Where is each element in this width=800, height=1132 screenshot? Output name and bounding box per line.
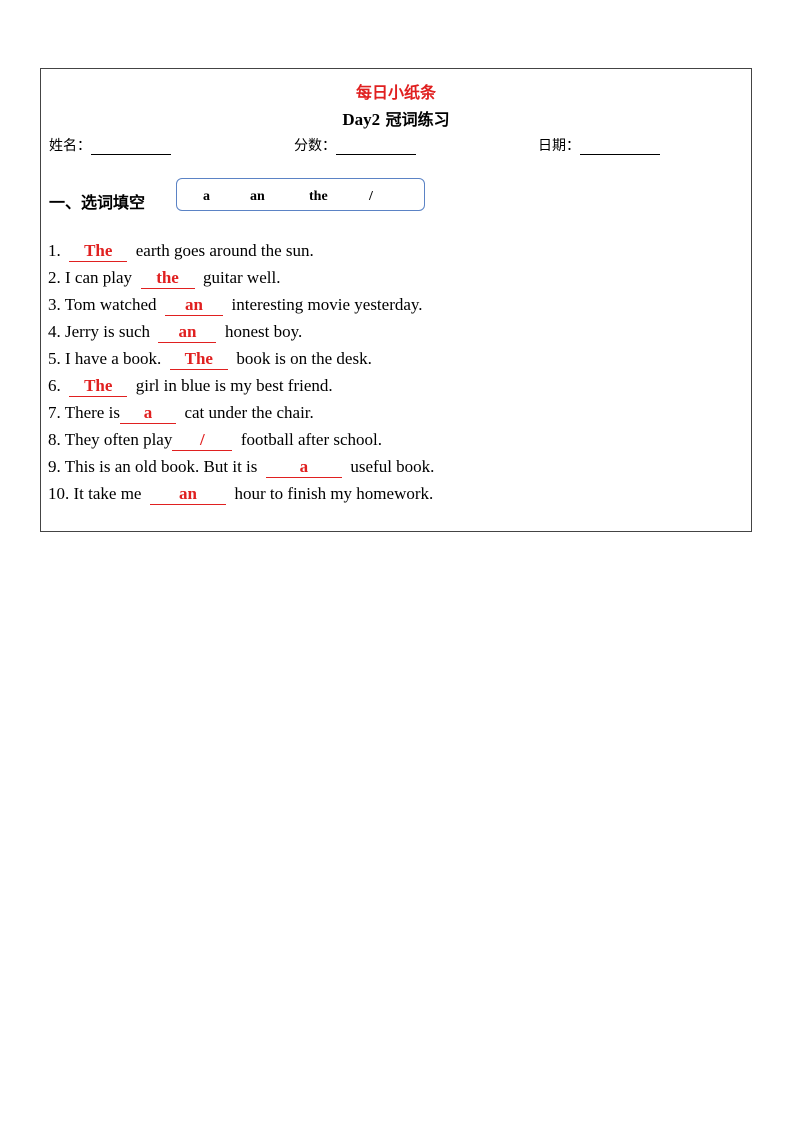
answer-blank[interactable]: The [169,350,228,370]
word-bank-option: / [369,189,373,204]
worksheet-subtitle: Day2 冠词练习 [41,106,751,130]
item-text-before: It take me [73,484,142,503]
exercise-item: 1. The earth goes around the sun. [48,241,314,262]
answer-blank[interactable]: an [158,323,217,343]
exercise-item: 5. I have a book. The book is on the des… [48,349,372,370]
item-text-after: cat under the chair. [184,403,314,422]
word-bank-option: the [309,189,328,204]
answer-blank[interactable]: an [165,296,224,316]
item-text-before: There is [64,403,120,422]
exercise-item: 4. Jerry is such an honest boy. [48,322,302,343]
answer-blank[interactable]: The [69,242,128,262]
answer-blank[interactable]: / [172,431,233,451]
item-text-after: honest boy. [224,322,303,341]
answer-blank[interactable]: The [69,377,128,397]
section-heading: 一、选词填空 [49,193,146,212]
item-number: 7. [48,403,61,422]
item-text-before: They often play [64,430,173,449]
exercise-item: 2. I can play the guitar well. [48,268,280,289]
item-number: 4. [48,322,61,341]
word-bank-option: an [250,189,265,204]
item-text-before: Jerry is such [65,322,150,341]
item-number: 3. [48,295,61,314]
worksheet-frame: 每日小纸条 Day2 冠词练习 姓名： 分数： 日期： 一、选词填空 a an … [40,68,752,532]
item-text-after: interesting movie yesterday. [231,295,423,314]
score-label: 分数： [294,138,336,154]
subtitle-day: Day2 [342,110,381,129]
item-text-after: earth goes around the sun. [135,241,314,260]
exercise-item: 8. They often play/ football after schoo… [48,430,382,451]
item-text-before: I can play [65,268,133,287]
item-text-after: girl in blue is my best friend. [135,376,333,395]
item-number: 5. [48,349,61,368]
exercise-item: 6. The girl in blue is my best friend. [48,376,333,397]
item-text-after: book is on the desk. [236,349,372,368]
item-number: 1. [48,241,61,260]
exercise-item: 9. This is an old book. But it is a usef… [48,457,434,478]
item-number: 2. [48,268,61,287]
name-label: 姓名： [49,138,91,154]
name-blank-line[interactable] [91,138,171,155]
score-blank-line[interactable] [336,138,416,155]
answer-blank[interactable]: the [140,269,195,289]
item-number: 8. [48,430,61,449]
answer-blank[interactable]: a [265,458,342,478]
date-field[interactable]: 日期： [538,135,660,155]
item-text-before: I have a book. [65,349,162,368]
item-number: 10. [48,484,70,503]
name-field[interactable]: 姓名： [49,135,171,155]
date-label: 日期： [538,138,580,154]
exercise-item: 3. Tom watched an interesting movie yest… [48,295,423,316]
item-text-before: This is an old book. But it is [64,457,258,476]
word-bank-box: a an the / [176,178,425,211]
item-text-after: football after school. [240,430,382,449]
item-text-after: guitar well. [203,268,281,287]
word-bank-option: a [203,189,210,204]
item-number: 9. [48,457,61,476]
subtitle-topic: 冠词练习 [385,110,450,129]
item-text-after: hour to finish my homework. [234,484,434,503]
item-text-before: Tom watched [64,295,157,314]
exercise-item: 10. It take me an hour to finish my home… [48,484,433,505]
item-text-after: useful book. [350,457,435,476]
date-blank-line[interactable] [580,138,660,155]
score-field[interactable]: 分数： [294,135,416,155]
item-number: 6. [48,376,61,395]
worksheet-title: 每日小纸条 [355,83,436,102]
answer-blank[interactable]: a [119,404,176,424]
answer-blank[interactable]: an [149,485,226,505]
